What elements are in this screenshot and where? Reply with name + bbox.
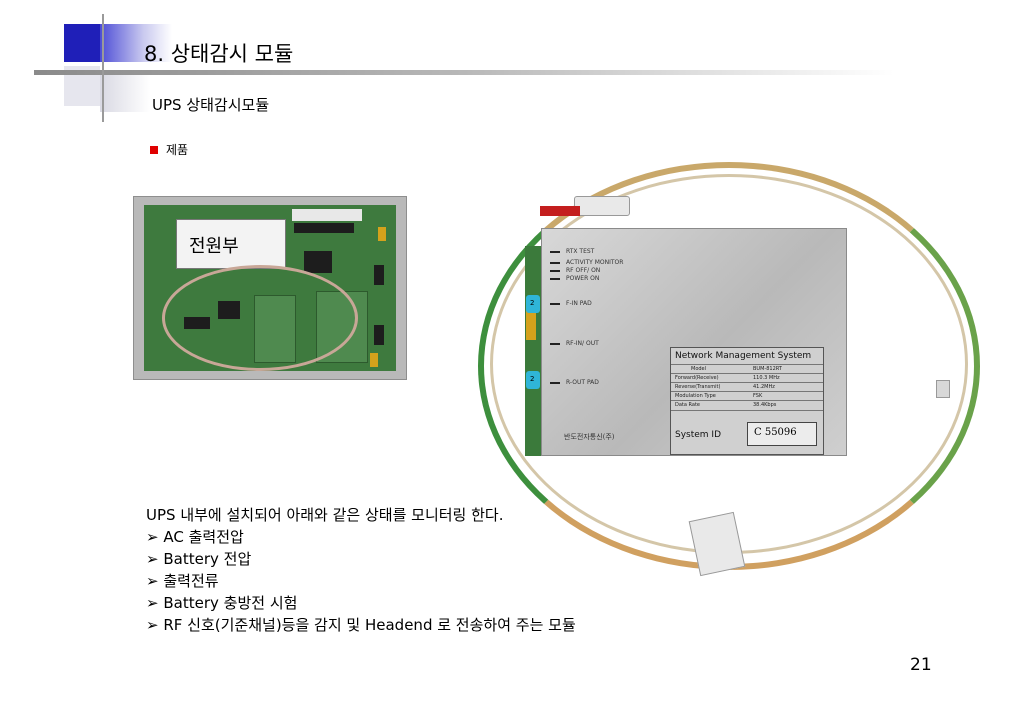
- led-label: POWER ON: [566, 275, 600, 282]
- spec-key: Data Rate: [675, 402, 700, 408]
- port-pad: 2: [526, 371, 540, 389]
- nameplate: Network Management System Model BUM-812R…: [670, 347, 824, 455]
- led-marker: [550, 278, 560, 280]
- pad-number: 2: [530, 299, 535, 307]
- red-square-bullet-icon: [150, 146, 158, 154]
- capacitor: [374, 325, 384, 345]
- port-marker: [550, 303, 560, 305]
- spec-key: Modulation Type: [675, 393, 716, 399]
- list-item: ➢ Battery 충방전 시험: [146, 592, 576, 614]
- rf-connector: [526, 306, 536, 340]
- spec-key: Reverse(Transmit): [675, 384, 721, 390]
- led-label: RTX TEST: [566, 248, 595, 255]
- slide-subtitle: UPS 상태감시모듈: [152, 96, 270, 114]
- page-number: 21: [910, 655, 932, 675]
- spec-row: Forward(Receive) 110.3 MHz: [671, 373, 823, 383]
- nameplate-title: Network Management System: [675, 351, 812, 361]
- header-vertical-rule: [102, 14, 104, 122]
- list-item-text: Battery 전압: [163, 550, 252, 568]
- list-item: ➢ 출력전류: [146, 570, 576, 592]
- system-id-value: C 55096: [754, 427, 797, 438]
- spec-value: FSK: [753, 393, 763, 399]
- spec-key: Forward(Receive): [675, 375, 719, 381]
- port-label: F-IN PAD: [566, 300, 592, 307]
- ups-monitor-device: RTX TEST ACTIVITY MONITOR RF OFF/ ON POW…: [526, 228, 847, 456]
- ic-chip: [304, 251, 332, 273]
- coax-cable: [162, 265, 358, 371]
- power-connector: [574, 196, 630, 216]
- list-item-text: RF 신호(기준채널)등을 감지 및 Headend 로 전송하여 주는 모듈: [163, 616, 576, 634]
- maker-label: 반도전자통신(주): [564, 433, 615, 441]
- description-intro: UPS 내부에 설치되어 아래와 같은 상태를 모니터링 한다.: [146, 506, 504, 524]
- header-decoration-gradient: [100, 24, 172, 62]
- led-marker: [550, 262, 560, 264]
- port-marker: [550, 343, 560, 345]
- header-decoration-light-gradient: [100, 74, 150, 112]
- port-label: R-OUT PAD: [566, 379, 599, 386]
- description-block: UPS 내부에 설치되어 아래와 같은 상태를 모니터링 한다. ➢ AC 출력…: [146, 504, 576, 636]
- rf-connector: [378, 227, 386, 241]
- arrow-bullet-icon: ➢: [146, 550, 159, 568]
- spec-value: BUM-812RT: [753, 366, 782, 372]
- arrow-bullet-icon: ➢: [146, 616, 159, 634]
- port-label: RF-IN/ OUT: [566, 340, 599, 347]
- port-marker: [550, 382, 560, 384]
- header-decoration-block: [64, 24, 102, 62]
- arrow-bullet-icon: ➢: [146, 528, 159, 546]
- list-item: ➢ RF 신호(기준채널)등을 감지 및 Headend 로 전송하여 주는 모…: [146, 614, 576, 636]
- pad-number: 2: [530, 375, 535, 383]
- rf-connector: [370, 353, 378, 367]
- connector-header: [294, 223, 354, 233]
- spec-value: 41.2MHz: [753, 384, 775, 390]
- list-item: ➢ Battery 전압: [146, 548, 576, 570]
- led-label: ACTIVITY MONITOR: [566, 259, 624, 266]
- cable-clip: [936, 380, 950, 398]
- header-rule: [34, 70, 894, 75]
- system-id-box: C 55096: [747, 422, 817, 446]
- spec-value: 110.3 MHz: [753, 375, 780, 381]
- power-connector-body: [574, 196, 630, 216]
- spec-value: 38.4Kbps: [753, 402, 777, 408]
- spec-row: Modulation Type FSK: [671, 391, 823, 401]
- spec-row: Reverse(Transmit) 41.2MHz: [671, 382, 823, 392]
- pcb-board: 전원부: [144, 205, 396, 371]
- power-unit-label-text: 전원부: [189, 236, 239, 257]
- spec-row: Model BUM-812RT: [671, 364, 823, 374]
- list-item-text: AC 출력전압: [163, 528, 244, 546]
- photo-module-internal: 전원부: [133, 196, 407, 380]
- spec-key: Model: [691, 366, 707, 372]
- led-marker: [550, 251, 560, 253]
- spec-row: Data Rate 38.4Kbps: [671, 400, 823, 411]
- list-item-text: Battery 충방전 시험: [163, 594, 298, 612]
- list-item-text: 출력전류: [163, 572, 219, 590]
- white-connector: [292, 209, 362, 221]
- system-id-label: System ID: [675, 430, 722, 440]
- arrow-bullet-icon: ➢: [146, 572, 159, 590]
- list-item: ➢ AC 출력전압: [146, 526, 576, 548]
- power-unit-label: 전원부: [176, 219, 286, 269]
- port-pad: 2: [526, 295, 540, 313]
- product-label: 제품: [166, 143, 189, 157]
- arrow-bullet-icon: ➢: [146, 594, 159, 612]
- slide-title: 8. 상태감시 모듈: [144, 42, 294, 66]
- red-wire: [540, 206, 580, 216]
- led-label: RF OFF/ ON: [566, 267, 601, 274]
- led-marker: [550, 270, 560, 272]
- capacitor: [374, 265, 384, 285]
